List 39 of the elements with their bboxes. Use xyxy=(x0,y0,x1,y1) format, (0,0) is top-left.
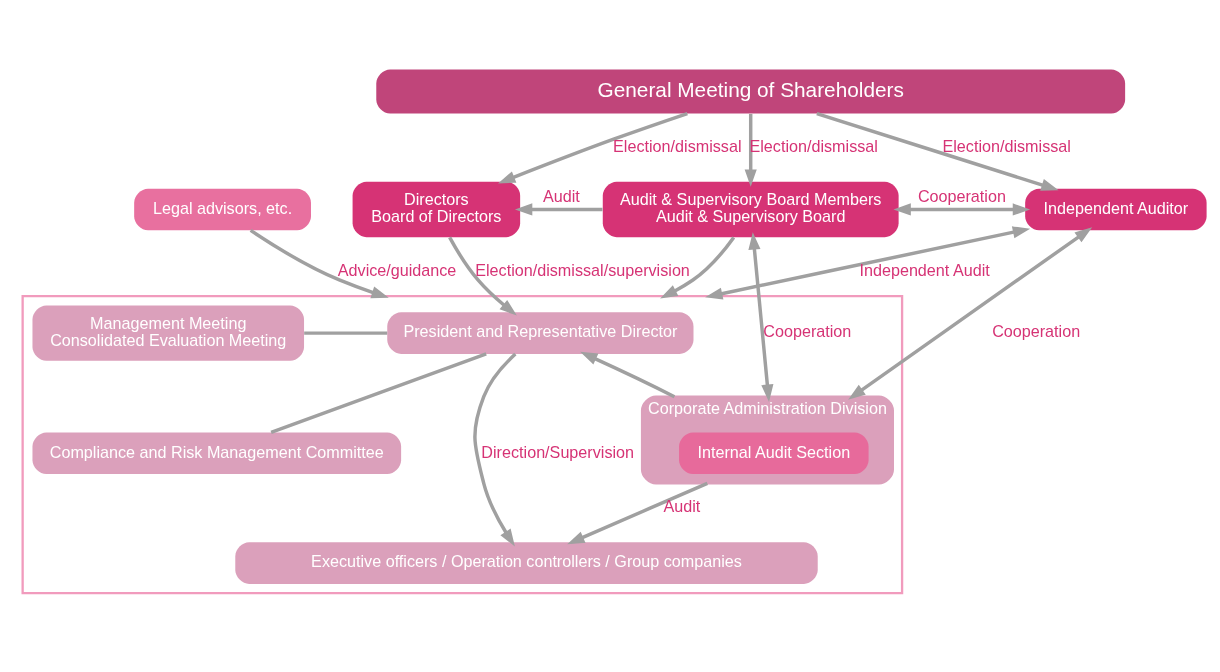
edge-label: Audit xyxy=(663,497,701,516)
node-box: Directors Board of Directors xyxy=(352,181,521,238)
edge-label: Election/dismissal xyxy=(942,136,1071,155)
arrow xyxy=(249,228,389,299)
arrow xyxy=(744,113,757,187)
edge-label: Advice/guidance xyxy=(337,260,457,279)
arrow xyxy=(473,352,517,547)
arrow xyxy=(580,351,676,399)
edge-label: Election/dismissal xyxy=(613,136,742,155)
arrow xyxy=(816,112,1059,191)
arrow xyxy=(448,236,517,316)
edge-label: Audit xyxy=(543,186,580,205)
arrow xyxy=(893,203,1031,216)
arrow xyxy=(848,227,1093,400)
node-box: Management Meeting Consolidated Evaluation Meeting xyxy=(32,305,305,361)
node-box: Compliance and Risk Management Committee xyxy=(32,432,402,475)
node-box: Audit & Supervisory Board Members Audit & Supervisory Board xyxy=(602,181,899,238)
arrow xyxy=(514,203,603,216)
edge-label: Cooperation xyxy=(992,322,1081,341)
node-box: Legal advisors, etc. xyxy=(134,188,311,231)
arrow xyxy=(567,481,709,545)
node-box: Independent Auditor xyxy=(1025,188,1207,231)
node-box: General Meeting of Shareholders xyxy=(376,69,1126,114)
connector xyxy=(304,331,388,335)
node-box: Internal Audit Section xyxy=(679,432,869,475)
edge-label: Cooperation xyxy=(763,322,852,341)
edge-label: Independent Audit xyxy=(859,260,990,279)
edge-label: Direction/Supervision xyxy=(481,442,635,461)
cluster xyxy=(21,294,904,595)
arrow xyxy=(705,226,1031,300)
edge-label: Election/dismissal xyxy=(749,136,878,155)
connector xyxy=(270,352,487,434)
arrow xyxy=(660,236,736,299)
node-box: President and Representative Director xyxy=(387,312,694,354)
arrow xyxy=(497,111,688,184)
arrow xyxy=(748,232,774,402)
edge-label: Election/dismissal/supervision xyxy=(475,260,690,279)
node-box: Executive officers / Operation controllers / Group companies xyxy=(235,542,818,584)
edge-label: Cooperation xyxy=(917,186,1006,205)
